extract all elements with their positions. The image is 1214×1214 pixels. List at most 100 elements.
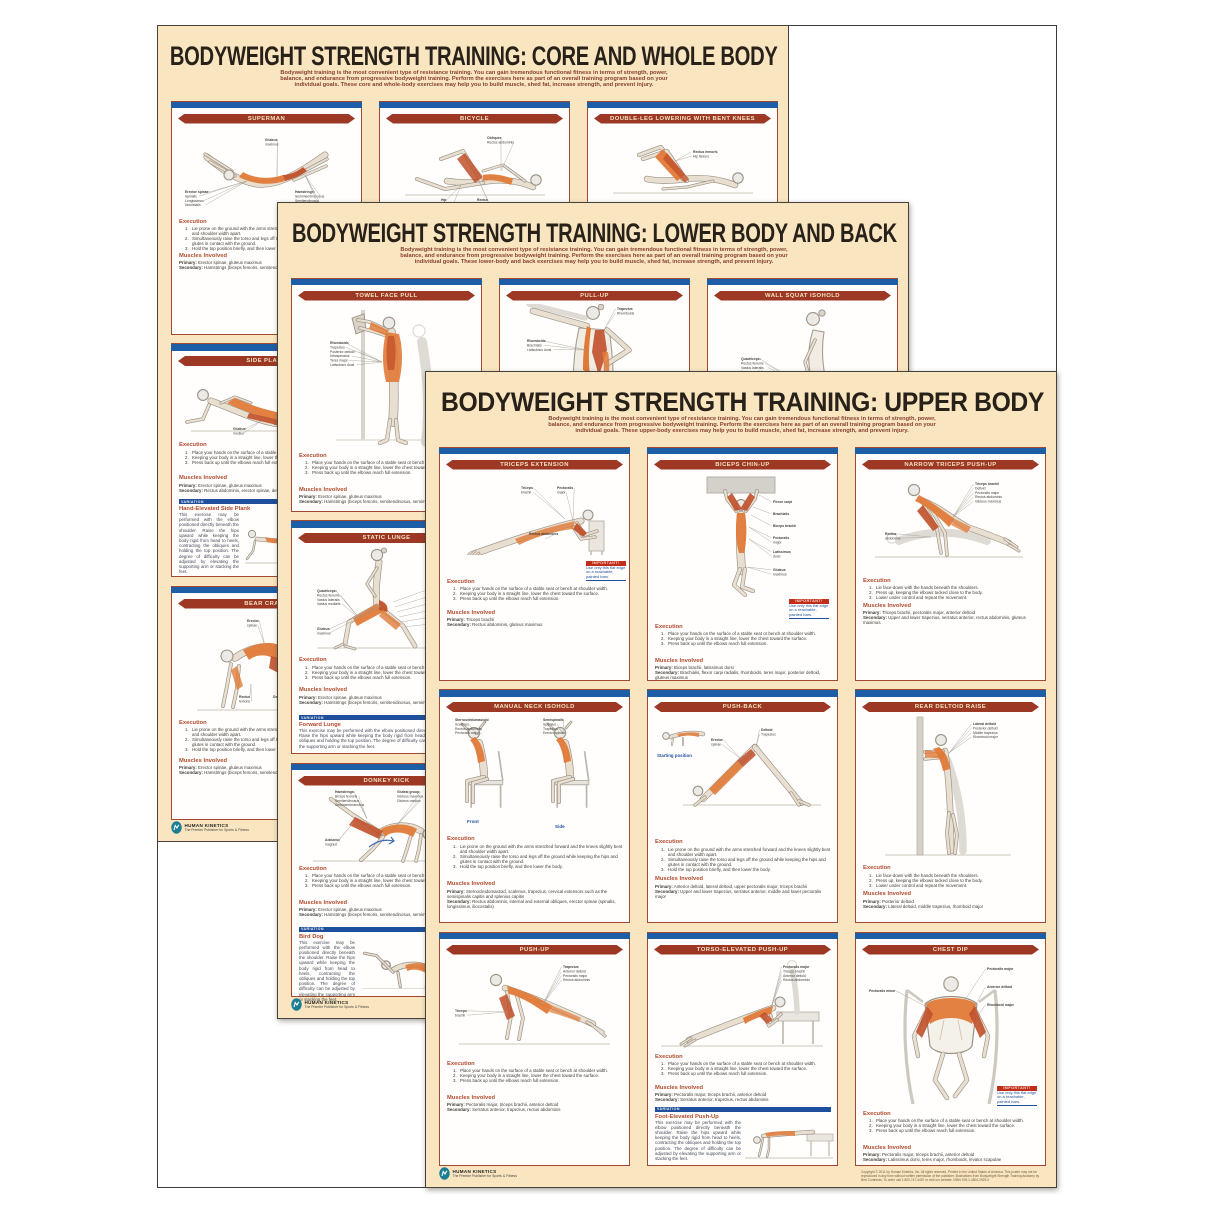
svg-text:Gluteus: Gluteus (317, 627, 330, 631)
svg-text:Starting position: Starting position (657, 753, 692, 758)
svg-text:Lateral deltoid: Lateral deltoid (973, 722, 996, 726)
svg-text:Triceps brachii: Triceps brachii (975, 482, 999, 486)
svg-text:Teres major: Teres major (330, 358, 349, 362)
svg-text:Latissimus dorsi: Latissimus dorsi (527, 347, 552, 351)
svg-text:Hamstrings:: Hamstrings: (335, 790, 355, 794)
svg-text:Longissimus: Longissimus (185, 198, 204, 202)
svg-text:Triceps brachii: Triceps brachii (783, 969, 805, 973)
svg-text:Semitendinosus: Semitendinosus (335, 798, 359, 802)
svg-text:Trapezius: Trapezius (617, 307, 633, 311)
svg-text:Gluteus: Gluteus (233, 427, 246, 431)
svg-text:Deltoid: Deltoid (761, 728, 773, 732)
svg-text:Vastus lateralis: Vastus lateralis (741, 365, 764, 369)
svg-text:major: major (773, 540, 782, 544)
svg-text:Hamstrings:: Hamstrings: (295, 190, 315, 194)
svg-text:maximus: maximus (773, 572, 787, 576)
svg-text:Biceps femoris: Biceps femoris (335, 794, 358, 798)
svg-text:Brachialis: Brachialis (773, 512, 789, 516)
svg-text:Rhomboids: Rhomboids (617, 311, 634, 315)
svg-text:magnus: magnus (325, 842, 337, 846)
svg-text:Gluteus maximus: Gluteus maximus (975, 499, 1001, 503)
svg-text:Pectoralis: Pectoralis (773, 536, 789, 540)
svg-text:Rectus abdominis: Rectus abdominis (783, 978, 810, 982)
svg-text:Quadriceps:: Quadriceps: (317, 589, 337, 593)
svg-text:maximus: maximus (265, 142, 279, 146)
svg-text:Gluteus maximus: Gluteus maximus (397, 794, 423, 798)
svg-text:Vastus lateralis: Vastus lateralis (317, 598, 340, 602)
svg-text:Erector: Erector (711, 738, 724, 742)
svg-text:Trapezius: Trapezius (543, 727, 558, 731)
svg-text:Rectus abdominis: Rectus abdominis (529, 532, 558, 536)
svg-text:Front: Front (467, 819, 479, 824)
svg-text:Anterior deltoid: Anterior deltoid (783, 973, 806, 977)
svg-text:Spinalis: Spinalis (185, 194, 197, 198)
svg-text:Rhomboid major: Rhomboid major (973, 735, 999, 739)
svg-text:Triceps: Triceps (521, 486, 533, 490)
svg-text:abdominis: abdominis (885, 536, 901, 540)
svg-text:Rectus abdominis: Rectus abdominis (563, 978, 590, 982)
svg-text:Pectoralis major: Pectoralis major (975, 490, 1000, 494)
svg-text:Rectus femoris: Rectus femoris (741, 361, 764, 365)
svg-text:Splenius: Splenius (543, 722, 556, 726)
svg-text:Quadriceps:: Quadriceps: (741, 357, 761, 361)
svg-text:Pectoralis major: Pectoralis major (987, 967, 1014, 971)
svg-text:Rhomboids: Rhomboids (330, 341, 349, 345)
svg-text:Anterior deltoid: Anterior deltoid (987, 985, 1012, 989)
svg-text:Infraspinatus: Infraspinatus (330, 354, 350, 358)
svg-text:Latissimus dorsi: Latissimus dorsi (330, 363, 355, 367)
svg-text:Pectoralis: Pectoralis (557, 486, 573, 490)
svg-text:dorsi: dorsi (773, 554, 781, 558)
svg-text:Posterior deltoid: Posterior deltoid (973, 726, 998, 730)
svg-text:brachii: brachii (455, 1013, 465, 1017)
svg-text:Vastus medialis: Vastus medialis (317, 602, 341, 606)
svg-text:Iliocostalis: Iliocostalis (185, 203, 201, 207)
svg-text:medius: medius (233, 431, 244, 435)
svg-text:Rhomboids: Rhomboids (527, 339, 546, 343)
svg-text:spinae: spinae (711, 742, 721, 746)
svg-text:Rectus abdominis: Rectus abdominis (455, 727, 482, 731)
svg-text:Pectoralis major: Pectoralis major (563, 973, 588, 977)
svg-text:Deltoid: Deltoid (975, 486, 986, 490)
svg-text:Rectus: Rectus (885, 532, 896, 536)
svg-text:Obliques: Obliques (487, 136, 502, 140)
svg-text:Erector spinae:: Erector spinae: (185, 190, 210, 194)
svg-text:Scalenus: Scalenus (455, 722, 469, 726)
svg-text:Hip flexors: Hip flexors (693, 154, 709, 158)
svg-text:Trapezius: Trapezius (761, 732, 776, 736)
svg-text:Rectus abdominis: Rectus abdominis (487, 140, 514, 144)
svg-text:Gluteus: Gluteus (773, 568, 786, 572)
svg-text:Anterior deltoid: Anterior deltoid (563, 969, 586, 973)
svg-text:Triceps: Triceps (455, 1009, 467, 1013)
svg-text:Biceps brachii: Biceps brachii (773, 524, 796, 528)
svg-text:Rectus: Rectus (477, 198, 488, 202)
svg-text:spinae: spinae (247, 623, 257, 627)
svg-text:Adductor: Adductor (325, 838, 341, 842)
svg-text:Pectoralis major: Pectoralis major (783, 965, 810, 969)
svg-text:brachii: brachii (521, 490, 531, 494)
svg-text:Rectus abdominis: Rectus abdominis (975, 495, 1002, 499)
svg-text:Pectoralis minor: Pectoralis minor (869, 989, 896, 993)
svg-text:Rhomboid major: Rhomboid major (987, 1003, 1015, 1007)
svg-text:Gluteal group:: Gluteal group: (397, 790, 420, 794)
svg-text:Side: Side (555, 824, 565, 829)
svg-text:Sternocleidomastoid: Sternocleidomastoid (455, 718, 489, 722)
svg-text:Trapezius: Trapezius (330, 345, 345, 349)
svg-text:major: major (557, 490, 566, 494)
svg-text:Erector spinae: Erector spinae (543, 731, 565, 735)
svg-text:maximus: maximus (317, 631, 331, 635)
svg-text:Rectus: Rectus (239, 695, 250, 699)
svg-text:Posterior deltoid: Posterior deltoid (330, 349, 355, 353)
svg-text:Brachialis: Brachialis (527, 343, 542, 347)
svg-text:Rectus femoris: Rectus femoris (693, 150, 718, 154)
svg-text:Semimembranosus: Semimembranosus (335, 803, 365, 807)
svg-text:Flexor carpi: Flexor carpi (773, 500, 792, 504)
svg-text:Trapezius: Trapezius (563, 965, 579, 969)
svg-text:Hip: Hip (441, 198, 446, 202)
svg-text:Pectoralis major: Pectoralis major (455, 731, 480, 735)
svg-text:femoris: femoris (239, 699, 250, 703)
svg-text:Middle trapezius: Middle trapezius (973, 731, 998, 735)
svg-text:Gluteus: Gluteus (265, 138, 278, 142)
svg-text:Semispinalis: Semispinalis (543, 718, 564, 722)
svg-text:Erector: Erector (247, 619, 260, 623)
svg-text:Latissimus: Latissimus (773, 550, 791, 554)
